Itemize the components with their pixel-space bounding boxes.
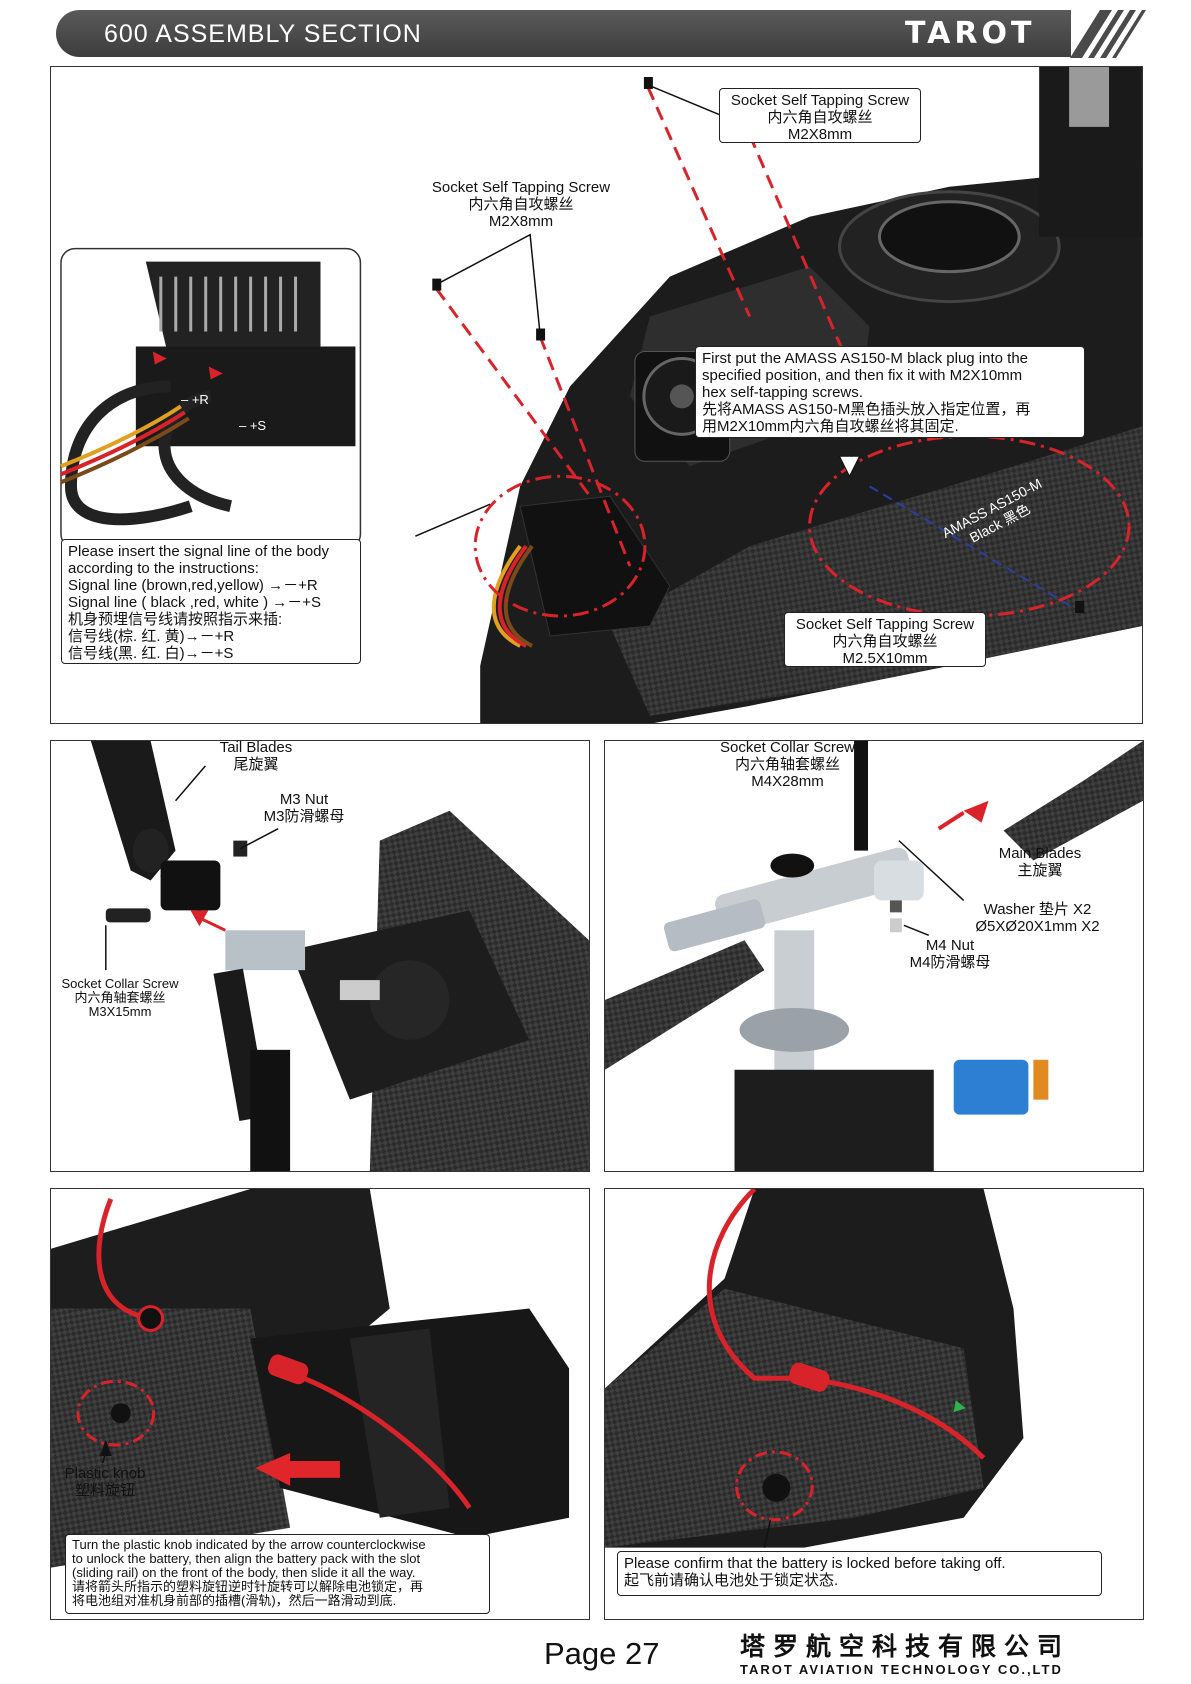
callout-line: M2X8mm: [787, 126, 853, 143]
label-line: M2X8mm: [488, 213, 554, 230]
panel-tail-blades: Tail Blades 尾旋翼 M3 Nut M3防滑螺母 Socket Col…: [50, 740, 590, 1172]
label-line: M4 Nut: [925, 937, 975, 954]
panel-main-blades: Socket Collar Screw 内六角轴套螺丝 M4X28mm Main…: [604, 740, 1144, 1172]
instruction-line: specified position, and then fix it with…: [702, 367, 1023, 384]
note-line: Please insert the signal line of the bod…: [68, 543, 329, 560]
signal-line-note: Please insert the signal line of the bod…: [61, 539, 361, 664]
note-line: 机身预埋信号线请按照指示来插:: [68, 611, 283, 628]
callout-line: Socket Self Tapping Screw: [730, 92, 910, 109]
callout-line: 内六角自攻螺丝: [832, 633, 938, 650]
note-line: 信号线(黑. 红. 白)→－+S: [68, 645, 234, 662]
esc-mark-s: – +S: [239, 418, 267, 433]
label-line: Washer 垫片 X2: [983, 901, 1092, 918]
label-line: Socket Collar Screw: [719, 740, 856, 756]
instruction-line: 起飞前请确认电池处于锁定状态.: [624, 1572, 839, 1589]
instruction-line: Turn the plastic knob indicated by the a…: [72, 1537, 426, 1552]
washer-label: Washer 垫片 X2 Ø5XØ20X1mm X2: [965, 901, 1110, 935]
tail-collar-screw-label: Socket Collar Screw 内六角轴套螺丝 M3X15mm: [55, 977, 185, 1019]
note-line: Signal line (brown,red,yellow) →－+R: [68, 577, 318, 594]
label-line: Tail Blades: [219, 740, 293, 756]
header-stripes-icon: [1070, 10, 1146, 58]
label-line: 主旋翼: [1017, 862, 1063, 879]
instruction-line: (sliding rail) on the front of the body,…: [72, 1565, 416, 1580]
instruction-line: 先将AMASS AS150-M黑色插头放入指定位置，再: [702, 401, 1031, 418]
header-bar: [56, 10, 1071, 57]
screw-callout-bottom-right: Socket Self Tapping Screw 内六角自攻螺丝 M2.5X1…: [784, 612, 986, 667]
label-line: 内六角轴套螺丝: [74, 990, 166, 1005]
screw-label-top-center: Socket Self Tapping Screw 内六角自攻螺丝 M2X8mm: [421, 179, 621, 230]
panel-battery-unlock: Plastic knob 塑料旋钮 Turn the plastic knob …: [50, 1188, 590, 1620]
instruction-line: to unlock the battery, then align the ba…: [72, 1551, 421, 1566]
label-line: 尾旋翼: [233, 756, 279, 773]
page-number: Page 27: [544, 1636, 660, 1671]
label-line: Main Blades: [998, 845, 1082, 862]
tail-rotor-illustration: [90, 741, 589, 1171]
label-line: Socket Self Tapping Screw: [431, 179, 611, 196]
panel-esc-plug-installation: Socket Self Tapping Screw 内六角自攻螺丝 M2X8mm…: [50, 66, 1143, 724]
main-rotor-illustration: [605, 741, 1143, 1171]
instruction-line: Please confirm that the battery is locke…: [624, 1555, 1006, 1572]
main-blades-label: Main Blades 主旋翼: [980, 845, 1100, 879]
tarot-logo: TAROT: [905, 16, 1036, 51]
battery-slide-illustration: [51, 1189, 570, 1568]
label-line: M3 Nut: [279, 791, 329, 808]
label-line: M3X15mm: [88, 1004, 152, 1019]
plastic-knob-label: Plastic knob 塑料旋钮: [55, 1465, 155, 1499]
instruction-line: 用M2X10mm内六角自攻螺丝将其固定.: [702, 418, 959, 435]
instruction-line: 请将箭头所指示的塑料旋钮逆时针旋转可以解除电池锁定，再: [72, 1579, 424, 1594]
panel-battery-locked: Please confirm that the battery is locke…: [604, 1188, 1144, 1620]
tail-blades-label: Tail Blades 尾旋翼: [201, 740, 311, 773]
label-line: M3防滑螺母: [263, 808, 345, 825]
instruction-line: First put the AMASS AS150-M black plug i…: [702, 350, 1029, 367]
battery-unlock-instruction: Turn the plastic knob indicated by the a…: [65, 1534, 490, 1614]
m3-nut-label: M3 Nut M3防滑螺母: [249, 791, 359, 825]
callout-line: Socket Self Tapping Screw: [795, 616, 975, 633]
note-line: Signal line ( black ,red, white ) →－+S: [68, 594, 322, 611]
section-title: 600 ASSEMBLY SECTION: [104, 20, 422, 48]
label-line: 塑料旋钮: [74, 1482, 135, 1499]
callout-line: M2.5X10mm: [842, 650, 928, 667]
company-name-en: TAROT AVIATION TECHNOLOGY CO.,LTD: [740, 1662, 1063, 1677]
m4-nut-label: M4 Nut M4防滑螺母: [895, 937, 1005, 971]
label-line: 内六角轴套螺丝: [734, 756, 840, 773]
label-line: M4X28mm: [751, 773, 824, 790]
battery-locked-instruction: Please confirm that the battery is locke…: [617, 1551, 1102, 1596]
main-collar-screw-label: Socket Collar Screw 内六角轴套螺丝 M4X28mm: [705, 740, 870, 790]
label-line: Socket Collar Screw: [61, 976, 179, 991]
label-line: Ø5XØ20X1mm X2: [975, 918, 1100, 935]
screw-callout-top-right: Socket Self Tapping Screw 内六角自攻螺丝 M2X8mm: [719, 88, 921, 143]
note-line: according to the instructions:: [68, 560, 259, 577]
note-line: 信号线(棕. 红. 黄)→－+R: [68, 628, 235, 645]
callout-line: 内六角自攻螺丝: [767, 109, 873, 126]
company-name-cn: 塔罗航空科技有限公司: [740, 1632, 1071, 1661]
esc-mark-r: – +R: [181, 392, 209, 407]
plug-instruction-callout: First put the AMASS AS150-M black plug i…: [695, 346, 1085, 438]
label-line: Plastic knob: [64, 1465, 146, 1482]
instruction-line: hex self-tapping screws.: [702, 384, 863, 401]
battery-locked-illustration: [605, 1189, 1024, 1548]
label-line: 内六角自攻螺丝: [468, 196, 574, 213]
label-line: M4防滑螺母: [909, 954, 991, 971]
instruction-line: 将电池组对准机身前部的插槽(滑轨)，然后一路滑动到底.: [72, 1593, 397, 1608]
